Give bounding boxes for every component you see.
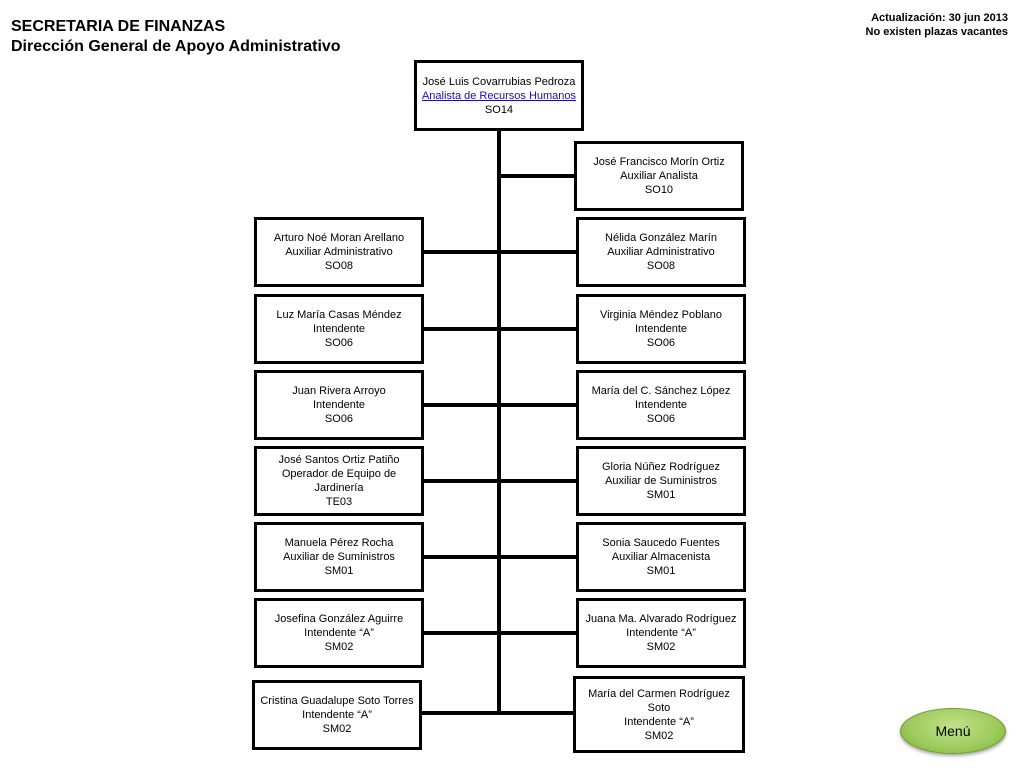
- employee-name: Arturo Noé Moran Arellano: [273, 232, 405, 244]
- page-title: SECRETARIA DE FINANZAS Dirección General…: [11, 17, 341, 57]
- employee-code: SO06: [646, 337, 676, 349]
- update-info: Actualización: 30 jun 2013 No existen pl…: [866, 11, 1008, 39]
- vacancies-note: No existen plazas vacantes: [865, 26, 1008, 38]
- connector-left-4: [423, 555, 499, 559]
- org-box-left-4: Manuela Pérez Rocha Auxiliar de Suminist…: [254, 522, 424, 592]
- employee-name: Sonia Saucedo Fuentes: [602, 537, 720, 549]
- employee-position: Auxiliar de Suministros: [283, 551, 395, 563]
- connector-left-1: [423, 327, 499, 331]
- employee-name: Manuela Pérez Rocha: [284, 537, 394, 549]
- connector-right-5: [499, 555, 577, 559]
- employee-code: SM02: [322, 723, 352, 735]
- org-box-left-0: Arturo Noé Moran Arellano Auxiliar Admin…: [254, 217, 424, 287]
- employee-code: SM02: [644, 729, 674, 742]
- connector-left-6: [420, 711, 499, 715]
- org-box-left-1: Luz María Casas Méndez Intendente SO06: [254, 294, 424, 364]
- employee-code: TE03: [325, 496, 353, 508]
- employee-name: Juan Rivera Arroyo: [292, 385, 386, 397]
- employee-position: Auxiliar Almacenista: [611, 551, 711, 563]
- connector-left-0: [423, 250, 499, 254]
- employee-position: Intendente “A”: [304, 627, 374, 639]
- employee-code: SO06: [646, 413, 676, 425]
- employee-name: José Francisco Morín Ortiz: [593, 156, 725, 168]
- employee-position: Auxiliar de Suministros: [605, 475, 717, 487]
- org-box-right-4: Gloria Núñez Rodríguez Auxiliar de Sumin…: [576, 446, 746, 516]
- main-trunk-line: [497, 129, 501, 715]
- employee-position: Auxiliar Administrativo: [285, 246, 393, 258]
- connector-right-2: [499, 327, 577, 331]
- menu-button-label: Menú: [935, 723, 971, 739]
- org-box-left-6: Cristina Guadalupe Soto Torres Intendent…: [252, 680, 422, 750]
- connector-right-0: [499, 174, 575, 178]
- head-name: José Luis Covarrubias Pedroza: [422, 75, 576, 88]
- employee-code: SM01: [646, 565, 676, 577]
- employee-position: Intendente “A”: [624, 715, 694, 728]
- employee-name: María del Carmen Rodríguez Soto: [588, 687, 730, 714]
- employee-name: Josefina González Aguirre: [274, 613, 404, 625]
- org-box-left-5: Josefina González Aguirre Intendente “A”…: [254, 598, 424, 668]
- employee-position: Intendente: [313, 399, 365, 411]
- employee-name: Juana Ma. Alvarado Rodríguez: [585, 613, 737, 625]
- connector-right-3: [499, 403, 577, 407]
- employee-name: Nélida González Marín: [605, 232, 717, 244]
- employee-name: Gloria Núñez Rodríguez: [601, 461, 720, 473]
- org-box-left-2: Juan Rivera Arroyo Intendente SO06: [254, 370, 424, 440]
- employee-code: SO08: [324, 260, 354, 272]
- employee-name: Virginia Méndez Poblano: [599, 309, 723, 321]
- connector-right-4: [499, 479, 577, 483]
- employee-code: SO08: [646, 260, 676, 272]
- employee-position: Intendente: [635, 323, 687, 335]
- org-box-right-5: Sonia Saucedo Fuentes Auxiliar Almacenis…: [576, 522, 746, 592]
- connector-right-1: [499, 250, 577, 254]
- connector-left-2: [423, 403, 499, 407]
- head-code: SO14: [484, 103, 514, 116]
- employee-code: SO06: [324, 413, 354, 425]
- employee-name: María del C. Sánchez López: [591, 385, 731, 397]
- title-secretaria: SECRETARIA DE FINANZAS: [11, 18, 226, 35]
- org-box-right-7: María del Carmen Rodríguez Soto Intenden…: [573, 676, 745, 753]
- update-date: Actualización: 30 jun 2013: [871, 12, 1008, 24]
- org-box-right-1: Nélida González Marín Auxiliar Administr…: [576, 217, 746, 287]
- employee-name: Luz María Casas Méndez: [276, 309, 402, 321]
- employee-position: Intendente “A”: [302, 709, 372, 721]
- head-position-link[interactable]: Analista de Recursos Humanos: [421, 89, 577, 102]
- connector-left-5: [423, 631, 499, 635]
- employee-code: SM01: [646, 489, 676, 501]
- org-box-head: José Luis Covarrubias Pedroza Analista d…: [414, 60, 584, 131]
- org-box-right-6: Juana Ma. Alvarado Rodríguez Intendente …: [576, 598, 746, 668]
- employee-code: SM01: [324, 565, 354, 577]
- employee-position: Intendente: [313, 323, 365, 335]
- employee-code: SO06: [324, 337, 354, 349]
- employee-code: SM02: [646, 641, 676, 653]
- connector-right-6: [499, 631, 577, 635]
- connector-right-7: [499, 711, 574, 715]
- menu-button[interactable]: Menú: [900, 708, 1006, 754]
- employee-position: Intendente: [635, 399, 687, 411]
- employee-position: Intendente “A”: [626, 627, 696, 639]
- title-direccion: Dirección General de Apoyo Administrativ…: [11, 38, 341, 55]
- employee-position: Auxiliar Analista: [620, 170, 698, 182]
- employee-position: Operador de Equipo de Jardinería: [281, 468, 397, 494]
- org-box-right-3: María del C. Sánchez López Intendente SO…: [576, 370, 746, 440]
- employee-name: Cristina Guadalupe Soto Torres: [260, 695, 414, 707]
- employee-position: Auxiliar Administrativo: [607, 246, 715, 258]
- employee-code: SO10: [644, 184, 674, 196]
- employee-code: SM02: [324, 641, 354, 653]
- org-box-right-0: José Francisco Morín Ortiz Auxiliar Anal…: [574, 141, 744, 211]
- connector-left-3: [423, 479, 499, 483]
- employee-name: José Santos Ortiz Patiño: [278, 454, 400, 466]
- org-box-left-3: José Santos Ortiz Patiño Operador de Equ…: [254, 446, 424, 516]
- org-box-right-2: Virginia Méndez Poblano Intendente SO06: [576, 294, 746, 364]
